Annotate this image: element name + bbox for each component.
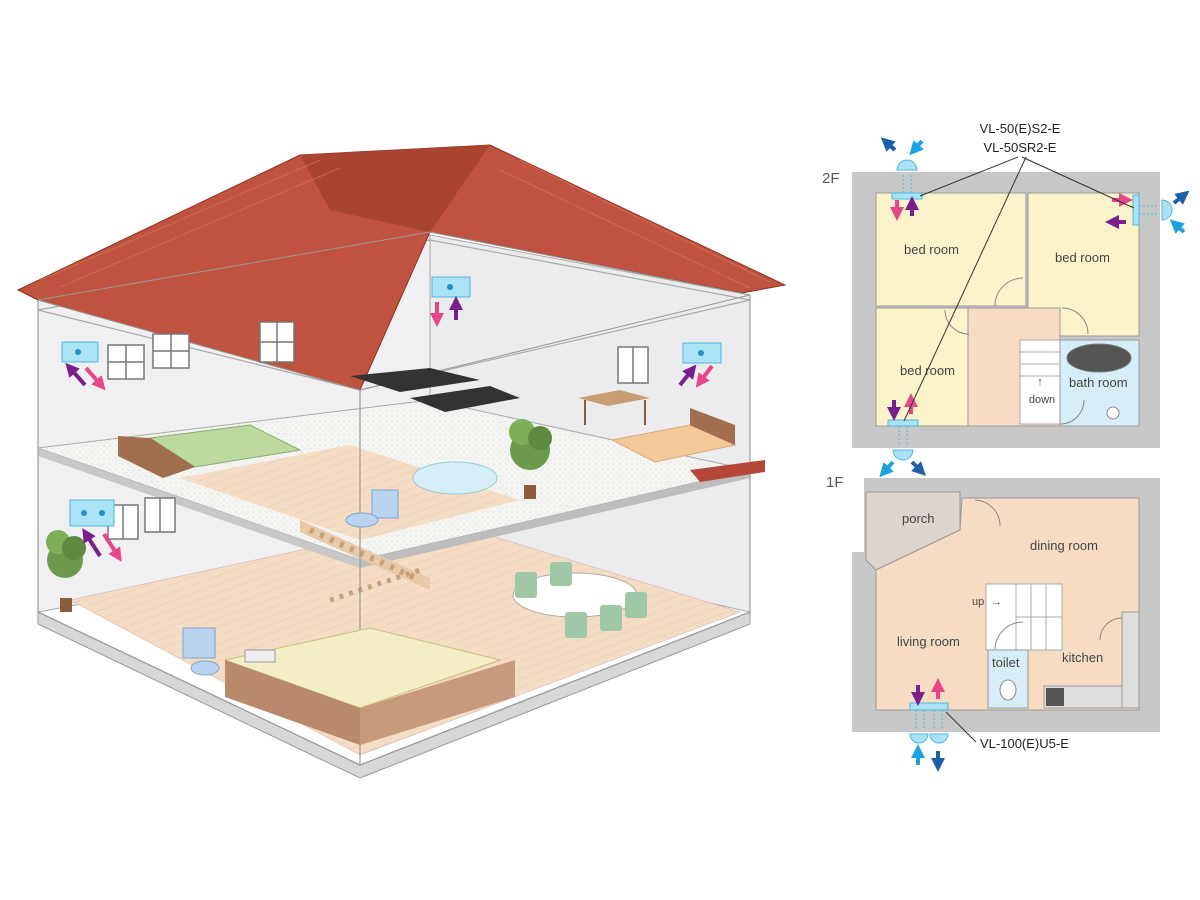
room-label-porch: porch — [902, 511, 935, 526]
door-arc — [994, 621, 1024, 651]
toilet-icon — [182, 627, 220, 676]
door-arc — [1061, 307, 1089, 335]
roof-ridge-shade — [300, 145, 490, 232]
door-arc — [994, 277, 1024, 307]
kitchen-counter-icon — [223, 627, 515, 745]
floor-plan-2f: 2F bed room bed room bed room bath room … — [822, 121, 1190, 478]
room-label-kitchen: kitchen — [1062, 650, 1103, 665]
floor-label-2f: 2F — [822, 170, 840, 187]
entrance-awning — [690, 460, 765, 482]
toilet-plan-icon — [999, 679, 1017, 701]
front-wall-edges — [37, 300, 361, 766]
roof-tile-lines — [39, 159, 771, 289]
airflow-arrow-icon — [879, 137, 1190, 478]
floor-edge-right — [360, 470, 750, 568]
room-label-toilet: toilet — [992, 655, 1020, 670]
svg-text:↑: ↑ — [1037, 376, 1043, 388]
stairs-icon — [1019, 339, 1061, 425]
door-arc — [1059, 399, 1085, 425]
bed-icon — [118, 424, 302, 478]
stove-icon — [1046, 688, 1064, 706]
room-label-living-room: living room — [897, 634, 960, 649]
ventilation-unit-icon — [682, 342, 722, 364]
room-label-dining-room: dining room — [1030, 538, 1098, 553]
desk-icon — [578, 390, 650, 425]
svg-text:→: → — [991, 596, 1002, 608]
ventilation-unit-icon — [909, 702, 949, 744]
ventilation-unit-icon — [887, 419, 919, 461]
toilet-plan-icon — [1106, 406, 1120, 420]
callout-leader-lines — [903, 156, 1135, 422]
ventilation-unit-icon — [61, 341, 99, 363]
unit-model-label: VL-50SR2-E — [984, 140, 1057, 155]
unit-model-label: VL-50(E)S2-E — [980, 121, 1061, 136]
unit-model-label-text: VL-50(E)S2-E — [980, 121, 1061, 136]
roof-inner — [37, 231, 751, 391]
stairs-icon — [985, 583, 1063, 651]
second-floor-wood — [180, 445, 520, 540]
front-wall-edge-right — [359, 295, 751, 766]
dining-table-icon — [512, 562, 647, 638]
unit-model-label-text: VL-100(E)U5-E — [980, 736, 1069, 751]
staircase-icon — [300, 520, 430, 603]
airflow-arrow-icon — [65, 296, 714, 562]
door-arc — [944, 309, 970, 335]
callout-leader-line — [945, 711, 977, 743]
door-arc — [1099, 617, 1123, 641]
door-arc — [974, 499, 1001, 527]
stairs-label-up: up — [972, 596, 984, 608]
floor-plan-1f: 1F porch dining room living room toilet … — [826, 474, 1160, 772]
kitchen-counter-plan — [1121, 611, 1140, 709]
bed-icon — [610, 408, 737, 463]
ventilation-unit-icon — [1132, 194, 1173, 226]
room-label-bed-room: bed room — [1055, 250, 1110, 265]
bed-icon — [350, 368, 520, 412]
room-label-bed-room: bed room — [904, 242, 959, 257]
ventilation-unit-icon — [69, 499, 115, 527]
bathtub-plan-icon — [1066, 343, 1132, 373]
bathtub-icon — [412, 461, 498, 495]
unit-model-label-text: VL-50SR2-E — [984, 140, 1057, 155]
room-label-bath-room: bath room — [1069, 375, 1128, 390]
stairs-label-down: down — [1029, 394, 1055, 406]
house-cutaway-illustration — [16, 144, 787, 779]
floor-label-1f: 1F — [826, 474, 844, 491]
unit-model-label: VL-100(E)U5-E — [980, 736, 1069, 751]
ventilation-unit-icon — [431, 276, 471, 298]
toilet-icon — [345, 489, 399, 528]
plant-icon — [509, 419, 552, 499]
plant-icon — [46, 530, 86, 612]
airflow-arrow-icon — [911, 678, 945, 772]
floor-edge-left — [38, 448, 360, 568]
